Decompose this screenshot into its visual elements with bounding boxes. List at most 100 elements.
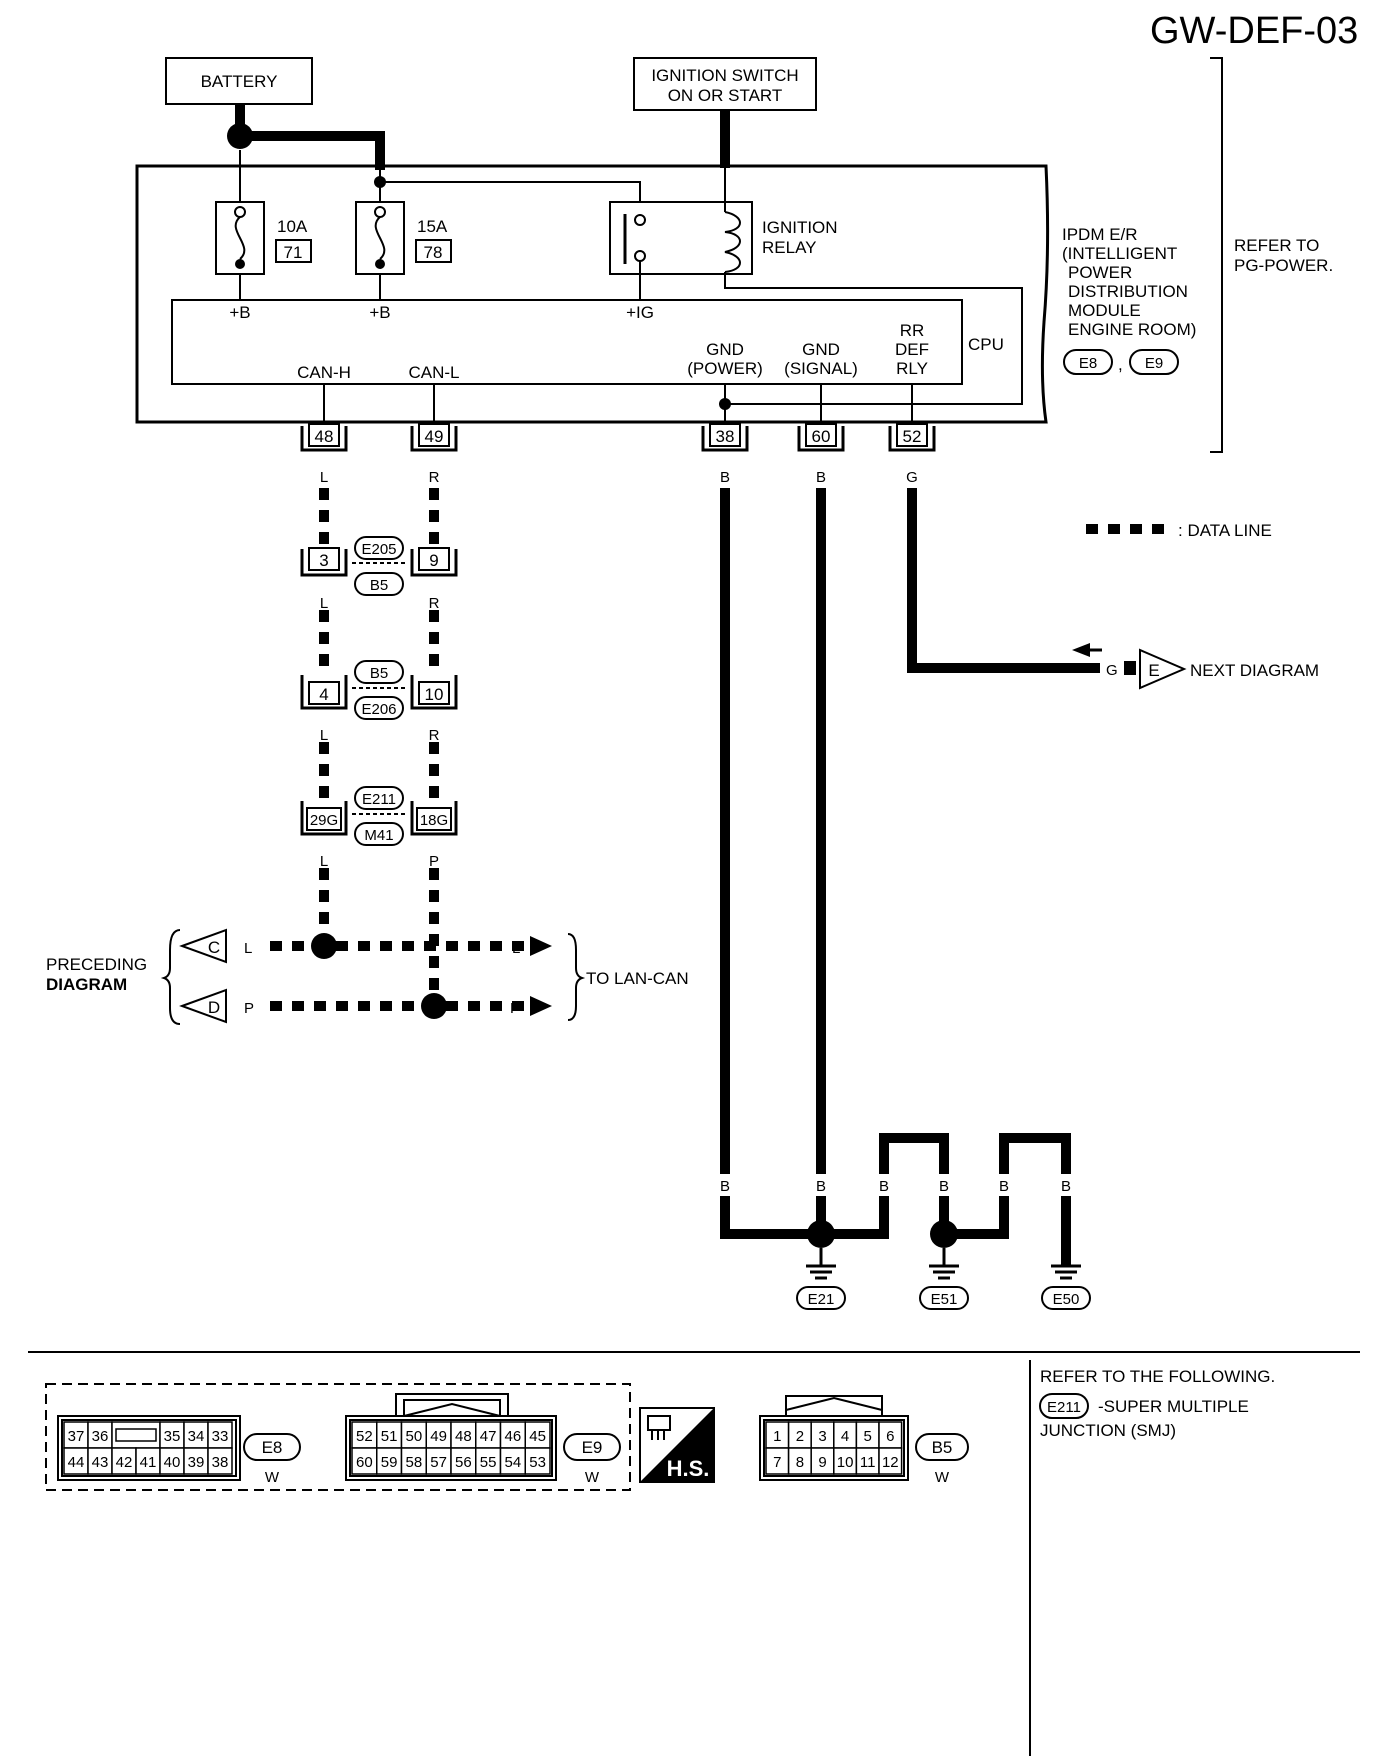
junction-e205-b5: 3 9 E205 B5 L R (300, 536, 458, 612)
pin-60: 60 (812, 427, 831, 446)
ignition-relay (609, 201, 753, 275)
j2-wc-right: R (429, 727, 440, 744)
ipdm-pins: 48 49 38 60 52 (300, 423, 936, 452)
fuse2-num: 78 (424, 243, 443, 262)
connector-pin: 43 (92, 1454, 109, 1471)
gc-2: B (816, 1178, 826, 1195)
wc-52: G (906, 469, 918, 486)
connector-pin: 3 (818, 1428, 826, 1445)
pin-gnd-power-2: (POWER) (687, 359, 763, 378)
connector-pin: 51 (381, 1428, 398, 1445)
j1-left: 3 (319, 551, 328, 570)
term-b2: +B (369, 303, 390, 322)
connector-cell (524, 1421, 551, 1449)
connector-pin: 57 (430, 1454, 447, 1471)
j2-left: 4 (319, 685, 328, 704)
j3-left: 29G (310, 812, 338, 829)
connector-pin: 47 (480, 1428, 497, 1445)
connector-cell (475, 1447, 502, 1475)
b5-color: W (935, 1469, 950, 1486)
cpu-label: CPU (968, 335, 1004, 354)
j3-top: E211 (362, 791, 396, 808)
preceding-brace (160, 929, 181, 1025)
connector-pin: 33 (212, 1428, 229, 1445)
connector-pin: 9 (818, 1454, 826, 1471)
connector-pin: 7 (773, 1454, 781, 1471)
pin-38: 38 (716, 427, 735, 446)
connector-pin: 44 (68, 1454, 85, 1471)
relay-label-1: IGNITION (762, 218, 838, 237)
ipdm-conn-e9: E9 (1145, 355, 1163, 372)
connector-cell (207, 1421, 233, 1449)
hs-label: H.S. (667, 1456, 710, 1481)
lan-p-color: P (510, 1000, 520, 1017)
pin-48: 48 (315, 427, 334, 446)
connector-cell (111, 1421, 161, 1449)
connector-pin: 37 (68, 1428, 85, 1445)
pin-gnd-signal-2: (SIGNAL) (784, 359, 858, 378)
connector-pin: 50 (406, 1428, 423, 1445)
ipdm-box (135, 164, 1050, 424)
connector-pin: 48 (455, 1428, 472, 1445)
connector-cell (400, 1421, 427, 1449)
connector-cell (207, 1447, 233, 1475)
j2-right: 10 (425, 685, 444, 704)
smj-text1: -SUPER MULTIPLE (1098, 1397, 1249, 1416)
gc-4: B (939, 1178, 949, 1195)
refer-power-1: REFER TO (1234, 236, 1319, 255)
preceding-l-color: L (244, 940, 252, 957)
ground-symbol-e50: E50 (1041, 1264, 1091, 1310)
connector-pin: 11 (860, 1454, 876, 1471)
gc-6: B (1061, 1178, 1071, 1195)
j1-bottom: B5 (370, 577, 388, 594)
g-wire (907, 488, 1100, 673)
refer-following: REFER TO THE FOLLOWING. (1040, 1367, 1275, 1386)
connector-e (1139, 648, 1187, 690)
harness-side-icon: H.S. (639, 1407, 715, 1483)
pin-can-l: CAN-L (408, 363, 459, 382)
data-line-legend: : DATA LINE (1178, 521, 1272, 540)
ground-symbol-e51: E51 (919, 1248, 969, 1310)
connector-e-letter: E (1148, 661, 1159, 680)
gc-5: B (999, 1178, 1009, 1195)
j2-bottom: E206 (361, 701, 396, 718)
ground-loop-2 (999, 1133, 1071, 1174)
gc-1: B (720, 1178, 730, 1195)
e8-id: E8 (262, 1438, 283, 1457)
wc-49: R (429, 469, 440, 486)
ground-symbol-e21: E21 (796, 1248, 846, 1310)
fuse1-num: 71 (284, 243, 303, 262)
j1-wc-left: L (320, 595, 328, 612)
connector-cell (400, 1447, 427, 1475)
pin-can-h: CAN-H (297, 363, 351, 382)
connector-pin: 8 (796, 1454, 804, 1471)
pin-rr-2: DEF (895, 340, 929, 359)
j3-wc-left: L (320, 853, 328, 870)
j3-bottom: M41 (364, 827, 393, 844)
connector-c (179, 928, 227, 964)
connector-pin: 12 (882, 1454, 899, 1471)
connector-cell (499, 1447, 526, 1475)
connector-cell (878, 1447, 903, 1475)
fuse2-splice (374, 176, 386, 188)
lan-brace (567, 933, 586, 1021)
connector-pin: 56 (455, 1454, 472, 1471)
pin-gnd-signal-1: GND (802, 340, 840, 359)
connector-cell (499, 1421, 526, 1449)
ipdm-line6: ENGINE ROOM) (1068, 320, 1196, 339)
relay-coil (724, 211, 741, 273)
connector-pin: 55 (480, 1454, 497, 1471)
connector-cell (475, 1421, 502, 1449)
refer-bracket (1210, 57, 1223, 453)
junction-e211-m41: 29G 18G E211 M41 L P (300, 786, 458, 870)
ground-e50: E50 (1053, 1291, 1080, 1308)
ground-loop-1 (879, 1133, 949, 1174)
j1-top: E205 (361, 541, 396, 558)
e9-id: E9 (582, 1438, 603, 1457)
refer-power-2: PG-POWER. (1234, 256, 1333, 275)
j1-wc-right: R (429, 595, 440, 612)
preceding-line1: PRECEDING (46, 955, 147, 974)
